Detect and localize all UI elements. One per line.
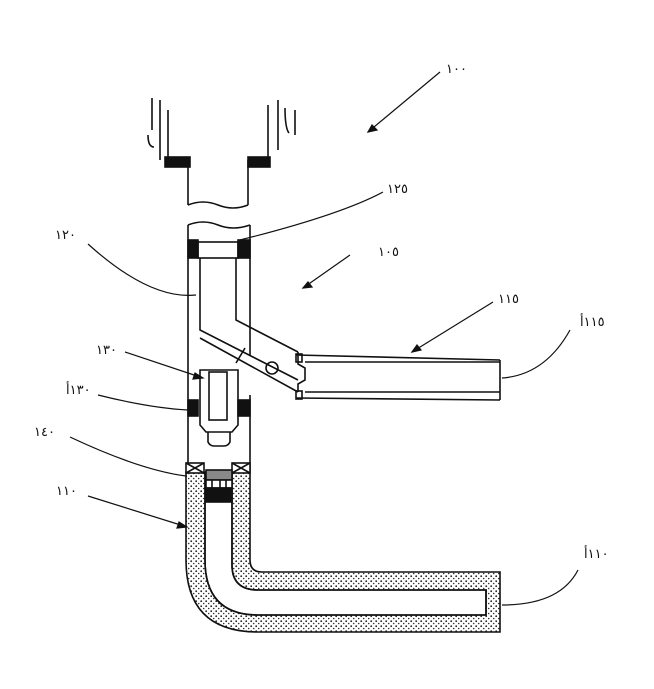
label-140: ١٤٠: [34, 425, 55, 440]
label-110: ١١٠: [56, 484, 77, 499]
label-110a: ١١٠أ: [584, 547, 609, 562]
body-housing: [188, 222, 305, 472]
label-115: ١١٥: [498, 292, 519, 307]
label-120: ١٢٠: [55, 228, 76, 243]
label-115a: ١١٥أ: [580, 315, 605, 330]
porous-pipe: [186, 463, 500, 632]
label-105: ١٠٥: [378, 245, 399, 260]
label-130: ١٣٠: [96, 343, 117, 358]
label-125: ١٢٥: [387, 182, 408, 197]
label-130a: ١٣٠أ: [66, 383, 91, 398]
label-100: ١٠٠: [446, 62, 467, 77]
leader-lines: [70, 72, 578, 605]
lateral-pipe: [296, 354, 500, 400]
well-casing: [148, 98, 295, 208]
